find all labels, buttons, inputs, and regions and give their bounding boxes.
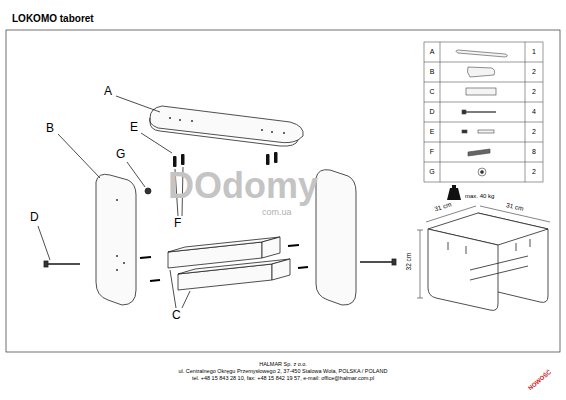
callout-letter: B <box>46 122 54 135</box>
table-quantity: 8 <box>525 148 543 156</box>
callout-letter: C <box>172 309 181 322</box>
new-stamp: NOWOŚĆ <box>527 369 552 392</box>
callout-letter: D <box>30 211 39 224</box>
footer-text: ul. Centralnego Okręgu Przemysłowego 2, … <box>83 368 483 374</box>
table-letter: C <box>424 88 440 96</box>
dimension-lines <box>417 206 550 298</box>
watermark: com.ua <box>262 208 292 218</box>
callout-letter: E <box>130 121 138 134</box>
dowel-dashes <box>140 245 308 281</box>
cam-lock <box>145 188 151 194</box>
callout-letter: A <box>104 85 112 98</box>
leader-lines <box>38 96 190 308</box>
seat-edge <box>150 118 298 146</box>
cross-bars <box>168 237 290 290</box>
dimension: 31 cm <box>433 200 452 212</box>
table-part-icons <box>456 50 508 176</box>
panel-holes <box>116 197 338 271</box>
table-quantity: 2 <box>525 88 543 96</box>
callout-letter: G <box>116 148 125 161</box>
assembled-stool <box>428 213 548 310</box>
table-quantity: 2 <box>525 68 543 76</box>
screws <box>44 259 396 267</box>
table-letter: F <box>424 148 440 156</box>
side-panel <box>96 174 136 305</box>
dimension: 32 cm <box>405 253 412 271</box>
parts-table <box>424 42 543 182</box>
table-letter: G <box>424 168 440 176</box>
table-quantity: 2 <box>525 128 543 136</box>
weight-limit: max. 40 kg <box>465 193 494 200</box>
table-letter: E <box>424 128 440 136</box>
weight-icon <box>447 188 461 200</box>
seat-holes <box>169 117 285 134</box>
table-quantity: 4 <box>525 108 543 116</box>
footer-text: HALMAR Sp. z o.o. <box>83 361 483 367</box>
table-letter: D <box>424 108 440 116</box>
callout-letter: F <box>174 217 181 230</box>
watermark: DOdomy <box>168 166 318 206</box>
side-panel <box>316 170 356 305</box>
frame <box>6 30 560 352</box>
dimension: 31 cm <box>505 201 524 212</box>
page-title: LOKOMO taboret <box>12 13 94 24</box>
weight-icon-handle <box>452 185 456 188</box>
table-quantity: 2 <box>525 168 543 176</box>
dowels <box>173 152 278 167</box>
seat-board <box>150 106 304 143</box>
table-quantity: 1 <box>525 48 543 56</box>
table-letter: A <box>424 48 440 56</box>
table-letter: B <box>424 68 440 76</box>
footer-text: tel. +48 15 843 28 10, fax: +48 15 842 1… <box>83 375 483 381</box>
